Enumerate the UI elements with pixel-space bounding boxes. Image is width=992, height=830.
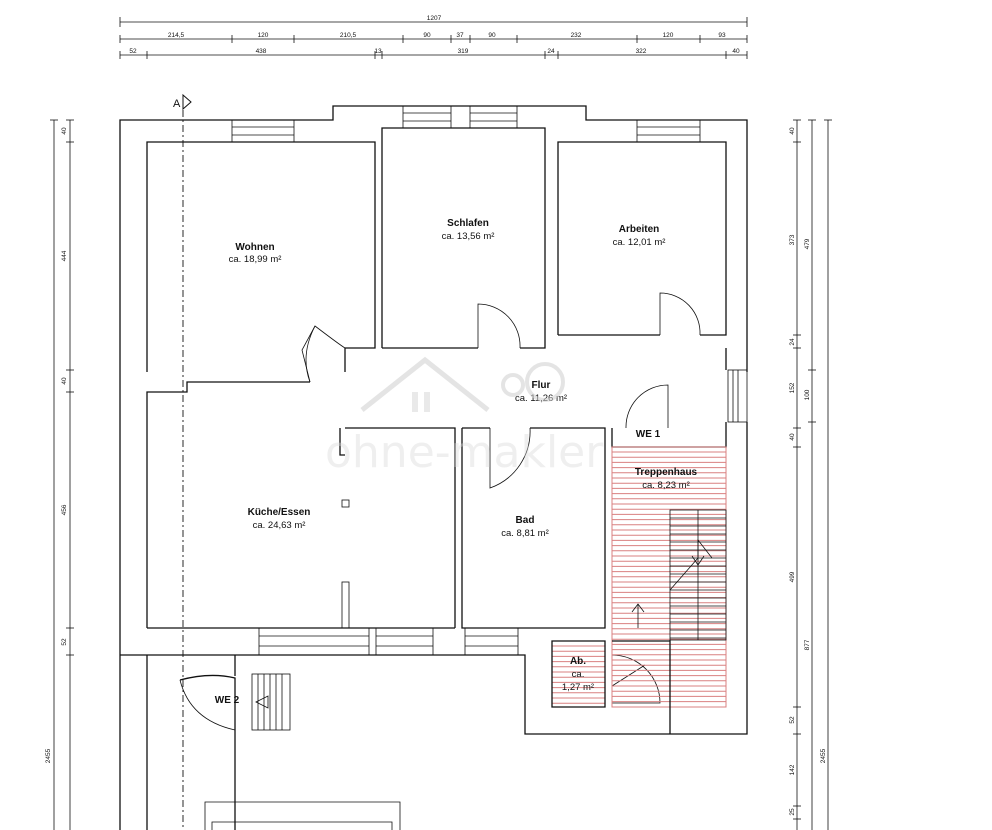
dim-r1-3: 90 [423, 32, 431, 39]
room-labels: Wohnen ca. 18,99 m² Schlafen ca. 13,56 m… [215, 218, 698, 706]
dim-l-4: 52 [61, 638, 68, 646]
dim-r1-7: 120 [663, 32, 674, 39]
dim-r-3: 152 [789, 382, 796, 393]
dim-r2-6: 40 [732, 48, 740, 55]
room-area-wohnen: ca. 18,99 m² [229, 254, 282, 265]
dim-r-2: 24 [789, 338, 796, 346]
dim-r1-0: 214,5 [168, 32, 185, 39]
dim-total: 1207 [427, 15, 442, 22]
section-marker: A [173, 93, 192, 830]
svg-text:A: A [173, 98, 181, 110]
room-area-ab-1: ca. [572, 669, 585, 680]
dim-r-4: 40 [789, 433, 796, 441]
dim-l-2: 40 [61, 377, 68, 385]
dim-r-0: 40 [789, 127, 796, 135]
room-area-kueche: ca. 24,63 m² [253, 520, 306, 531]
room-name-flur: Flur [532, 380, 551, 391]
room-area-arbeiten: ca. 12,01 m² [613, 237, 666, 248]
doors [301, 292, 701, 704]
dim-r2-1: 438 [256, 48, 267, 55]
dim-r-8: 25 [789, 808, 796, 816]
dim-r1-4: 37 [456, 32, 464, 39]
unit-label-we1: WE 1 [636, 429, 661, 440]
dim-r-5: 499 [789, 571, 796, 582]
watermark-text: ohne-makler [325, 427, 604, 478]
room-area-schlafen: ca. 13,56 m² [442, 231, 495, 242]
stairwell-hatch [611, 446, 727, 708]
watermark: ohne-makler [325, 356, 604, 478]
room-name-kueche: Küche/Essen [248, 507, 311, 518]
dim-r1-2: 210,5 [340, 32, 357, 39]
room-name-arbeiten: Arbeiten [619, 224, 660, 235]
left-dimension-chain: 40 444 40 456 52 2455 [45, 119, 74, 830]
dim-rm-2: 877 [804, 639, 811, 650]
room-area-bad: ca. 8,81 m² [501, 528, 549, 539]
room-name-schlafen: Schlafen [447, 218, 489, 229]
dim-r1-5: 90 [488, 32, 496, 39]
top-windows [231, 105, 701, 143]
room-area-ab-2: 1,27 m² [562, 682, 594, 693]
dim-r1-8: 93 [718, 32, 726, 39]
dim-r1-1: 120 [258, 32, 269, 39]
dim-rm-0: 479 [804, 238, 811, 249]
room-name-bad: Bad [516, 515, 535, 526]
ab-room-hatch [551, 640, 606, 708]
right-dimension-chain: 40 373 24 152 40 499 52 142 25 479 100 8… [789, 119, 832, 830]
stair-flight [612, 509, 727, 734]
room-name-ab: Ab. [570, 656, 586, 667]
dim-l-0: 40 [61, 127, 68, 135]
dim-l-5: 2455 [45, 748, 52, 763]
dim-r2-3: 319 [458, 48, 469, 55]
top-dimension-chain: 1207 214,5 120 210,5 90 37 90 232 120 93… [119, 15, 748, 59]
we2-entry [179, 655, 401, 830]
dim-r-7: 142 [789, 764, 796, 775]
dim-rm-1: 100 [804, 389, 811, 400]
room-area-treppenhaus: ca. 8,23 m² [642, 480, 690, 491]
dim-r2-0: 52 [129, 48, 137, 55]
dim-l-3: 456 [61, 504, 68, 515]
room-name-wohnen: Wohnen [235, 242, 274, 253]
dim-r-1: 373 [789, 234, 796, 245]
room-outlines [146, 127, 727, 629]
dim-r1-6: 232 [571, 32, 582, 39]
dim-r-6: 52 [789, 716, 796, 724]
dim-l-1: 444 [61, 250, 68, 261]
room-name-treppenhaus: Treppenhaus [635, 467, 698, 478]
dim-ro-0: 2455 [820, 748, 827, 763]
dim-r2-2: 13 [374, 48, 382, 55]
dim-r2-4: 24 [547, 48, 555, 55]
dim-r2-5: 322 [636, 48, 647, 55]
unit-label-we2: WE 2 [215, 695, 240, 706]
bottom-windows [258, 627, 519, 656]
